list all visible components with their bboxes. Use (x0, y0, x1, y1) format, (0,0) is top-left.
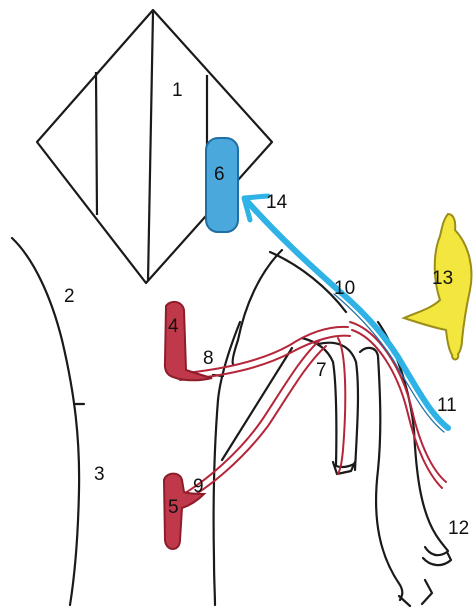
label-12: 12 (448, 518, 469, 539)
right-branch-left (360, 348, 402, 600)
label-4: 4 (168, 316, 179, 337)
label-10: 10 (334, 278, 355, 299)
diamond-inner-line-left (96, 72, 97, 215)
label-5: 5 (168, 497, 179, 518)
label-9: 9 (193, 476, 204, 497)
right-branch-right (378, 322, 448, 551)
label-13: 13 (432, 268, 453, 289)
red-vessel-9-lower (182, 346, 326, 502)
label-1: 1 (172, 80, 183, 101)
large-body-outline (12, 238, 223, 605)
branch-7-end-ring (336, 464, 354, 467)
label-2: 2 (64, 286, 75, 307)
label-7: 7 (316, 360, 327, 381)
label-14: 14 (266, 192, 288, 213)
label-11: 11 (437, 395, 457, 416)
red-vessel-lower-branch (338, 338, 345, 474)
label-3: 3 (94, 464, 105, 485)
branch-7-left (302, 338, 336, 465)
red-vessel-9-upper (180, 340, 320, 496)
upper-funnel-left (233, 250, 282, 364)
label-8: 8 (203, 348, 214, 369)
left-wall (218, 322, 240, 400)
red-vessel-right-a (350, 322, 446, 482)
blue-structure-6 (206, 138, 238, 232)
blue-structure-6-shape (206, 138, 238, 232)
branch-12-end (399, 580, 432, 606)
label-6: 6 (214, 164, 225, 185)
diamond-inner-line-middle (148, 12, 153, 281)
body-right-edge (214, 400, 218, 605)
